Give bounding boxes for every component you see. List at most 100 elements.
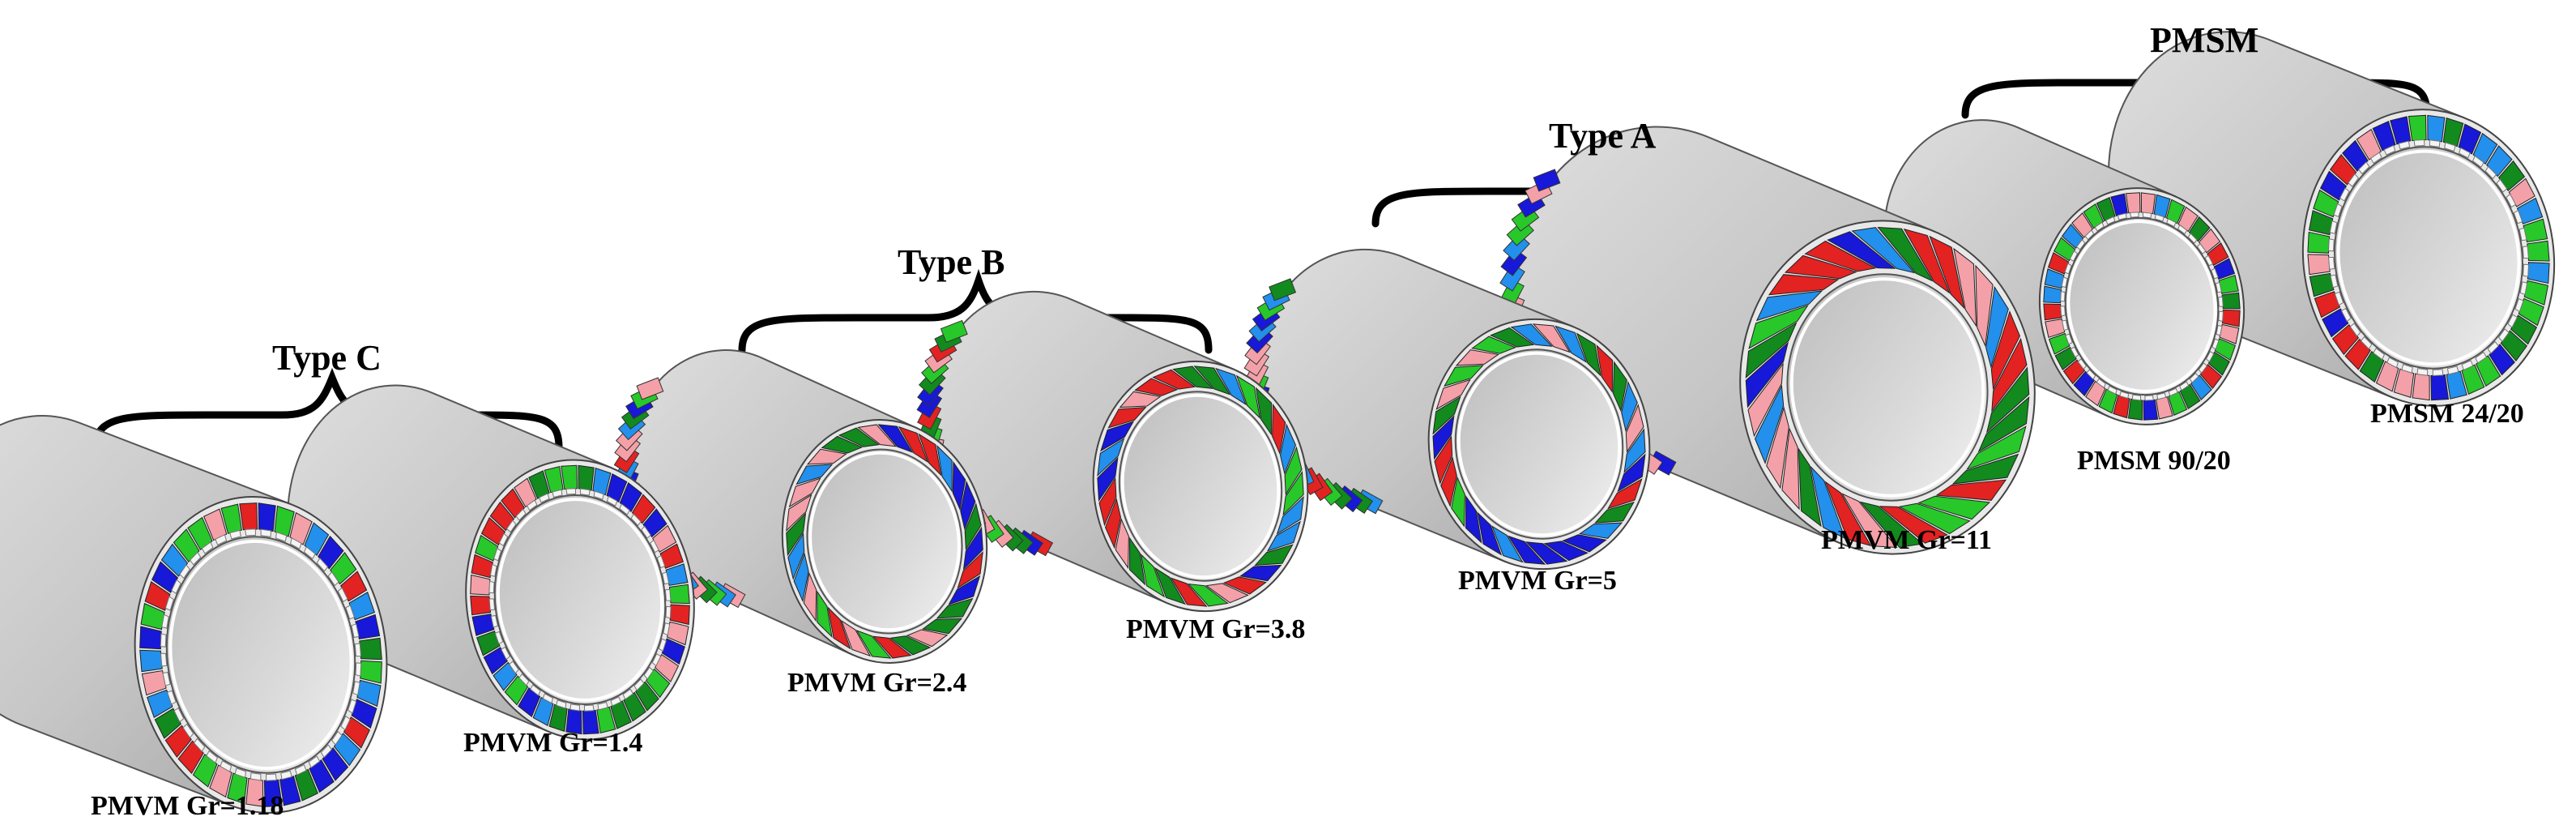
coil-segment <box>786 512 807 557</box>
coil-segment <box>957 550 983 589</box>
stator-tooth <box>234 767 247 779</box>
stator-tooth <box>337 587 348 603</box>
machine-label-pmvm-gr-1-4: PMVM Gr=1.4 <box>463 728 643 758</box>
coil-segment <box>2313 189 2339 218</box>
coil-segment <box>343 716 370 749</box>
stator-tooth <box>630 513 642 527</box>
bore-rim <box>2066 220 2217 393</box>
coil-segment <box>483 647 508 675</box>
stator-tooth <box>294 764 307 776</box>
coil-segment <box>471 614 495 636</box>
coil-segment <box>2085 380 2106 407</box>
stator-tooth <box>2398 140 2411 150</box>
coil-segment <box>787 532 805 580</box>
back-winding-stub <box>940 319 968 344</box>
stator-tooth <box>518 673 530 686</box>
stator-tooth <box>2461 360 2474 371</box>
coil-segment <box>318 535 344 570</box>
coil-segment <box>1747 362 1784 438</box>
stator-tooth <box>179 564 190 579</box>
stator-tooth <box>489 563 497 578</box>
coil-segment <box>1215 367 1247 406</box>
bore-rim <box>808 451 961 632</box>
stator-tooth <box>658 638 667 652</box>
stator-tooth <box>173 707 185 723</box>
coil-segment <box>610 700 632 729</box>
coil-segment <box>2190 374 2212 400</box>
stator-tooth <box>2373 347 2386 361</box>
coil-segment <box>2207 351 2230 376</box>
stator-tooth <box>2340 307 2352 323</box>
coil-segment <box>2113 395 2130 419</box>
coil-segment <box>340 571 368 602</box>
coil-segment <box>2461 364 2485 395</box>
coil-segment <box>2476 355 2501 387</box>
coil-segment <box>2073 370 2096 397</box>
stator-tooth <box>542 693 554 704</box>
coil-segment <box>1455 349 1499 366</box>
machine-label-pmvm-gr-11: PMVM Gr=11 <box>1821 525 1993 555</box>
coil-segment <box>1784 254 1858 280</box>
coil-segment <box>857 424 897 447</box>
bore-rim <box>1120 393 1281 579</box>
coil-segment <box>1098 477 1117 527</box>
coil-segment <box>2110 193 2128 216</box>
stator-tooth <box>340 715 351 731</box>
coil-segment <box>2054 346 2077 370</box>
coil-segment <box>2518 297 2544 327</box>
stator-tooth <box>515 508 527 521</box>
stator-tooth <box>2211 267 2219 280</box>
stator-tooth <box>265 773 277 781</box>
machines-layer <box>0 31 2556 814</box>
stator-tooth <box>2523 263 2530 277</box>
coil-segment <box>1255 387 1272 436</box>
stator-tooth <box>2358 161 2370 175</box>
coil-segment <box>1100 421 1135 452</box>
coil-segment <box>855 630 892 659</box>
stator-tooth <box>2076 238 2086 250</box>
stator-tooth <box>619 503 630 515</box>
coil-segment <box>1097 456 1119 502</box>
stator-tooth <box>2518 227 2527 242</box>
coil-segment <box>2446 370 2467 400</box>
brace-type-c <box>92 367 563 451</box>
coil-segment <box>2043 285 2062 304</box>
stator-tooth <box>348 699 357 714</box>
coil-segment <box>2168 391 2188 416</box>
coil-segment <box>359 637 382 661</box>
coil-segment <box>948 575 981 605</box>
stator-tooth <box>2360 336 2373 350</box>
coil-segment <box>2331 324 2360 356</box>
coil-segment <box>1755 290 1823 322</box>
coil-segment <box>1745 341 1789 408</box>
inner-bore <box>2334 146 2523 370</box>
stator-tooth <box>2383 144 2396 156</box>
coil-segment <box>1827 231 1896 269</box>
stator-tooth <box>2432 369 2444 377</box>
coil-segment <box>898 425 929 464</box>
coil-segment <box>2048 332 2071 355</box>
coil-segment <box>493 661 518 691</box>
coil-segment <box>1272 403 1286 455</box>
coil-segment <box>2516 197 2544 224</box>
coil-segment <box>2372 120 2396 152</box>
coil-segment <box>1607 478 1643 510</box>
coil-segment <box>1187 583 1229 607</box>
coil-segment <box>333 733 361 767</box>
coil-segment <box>964 502 982 551</box>
coil-segment <box>501 488 526 519</box>
stator-tooth <box>2086 369 2096 380</box>
stator-tooth <box>345 605 356 620</box>
stator-tooth <box>327 571 339 587</box>
coil-segment <box>806 448 847 465</box>
stator-tooth <box>656 554 666 569</box>
coil-segment <box>1154 567 1186 605</box>
stator-tooth <box>2329 220 2338 234</box>
coil-segment <box>561 464 578 490</box>
bore-rim <box>2336 149 2521 366</box>
stator-tooth <box>2416 368 2429 376</box>
stator-tooth <box>2459 147 2471 159</box>
group-label-type-c: Type C <box>272 338 382 378</box>
stator-tooth <box>2217 296 2224 307</box>
coil-segment <box>2098 388 2118 414</box>
